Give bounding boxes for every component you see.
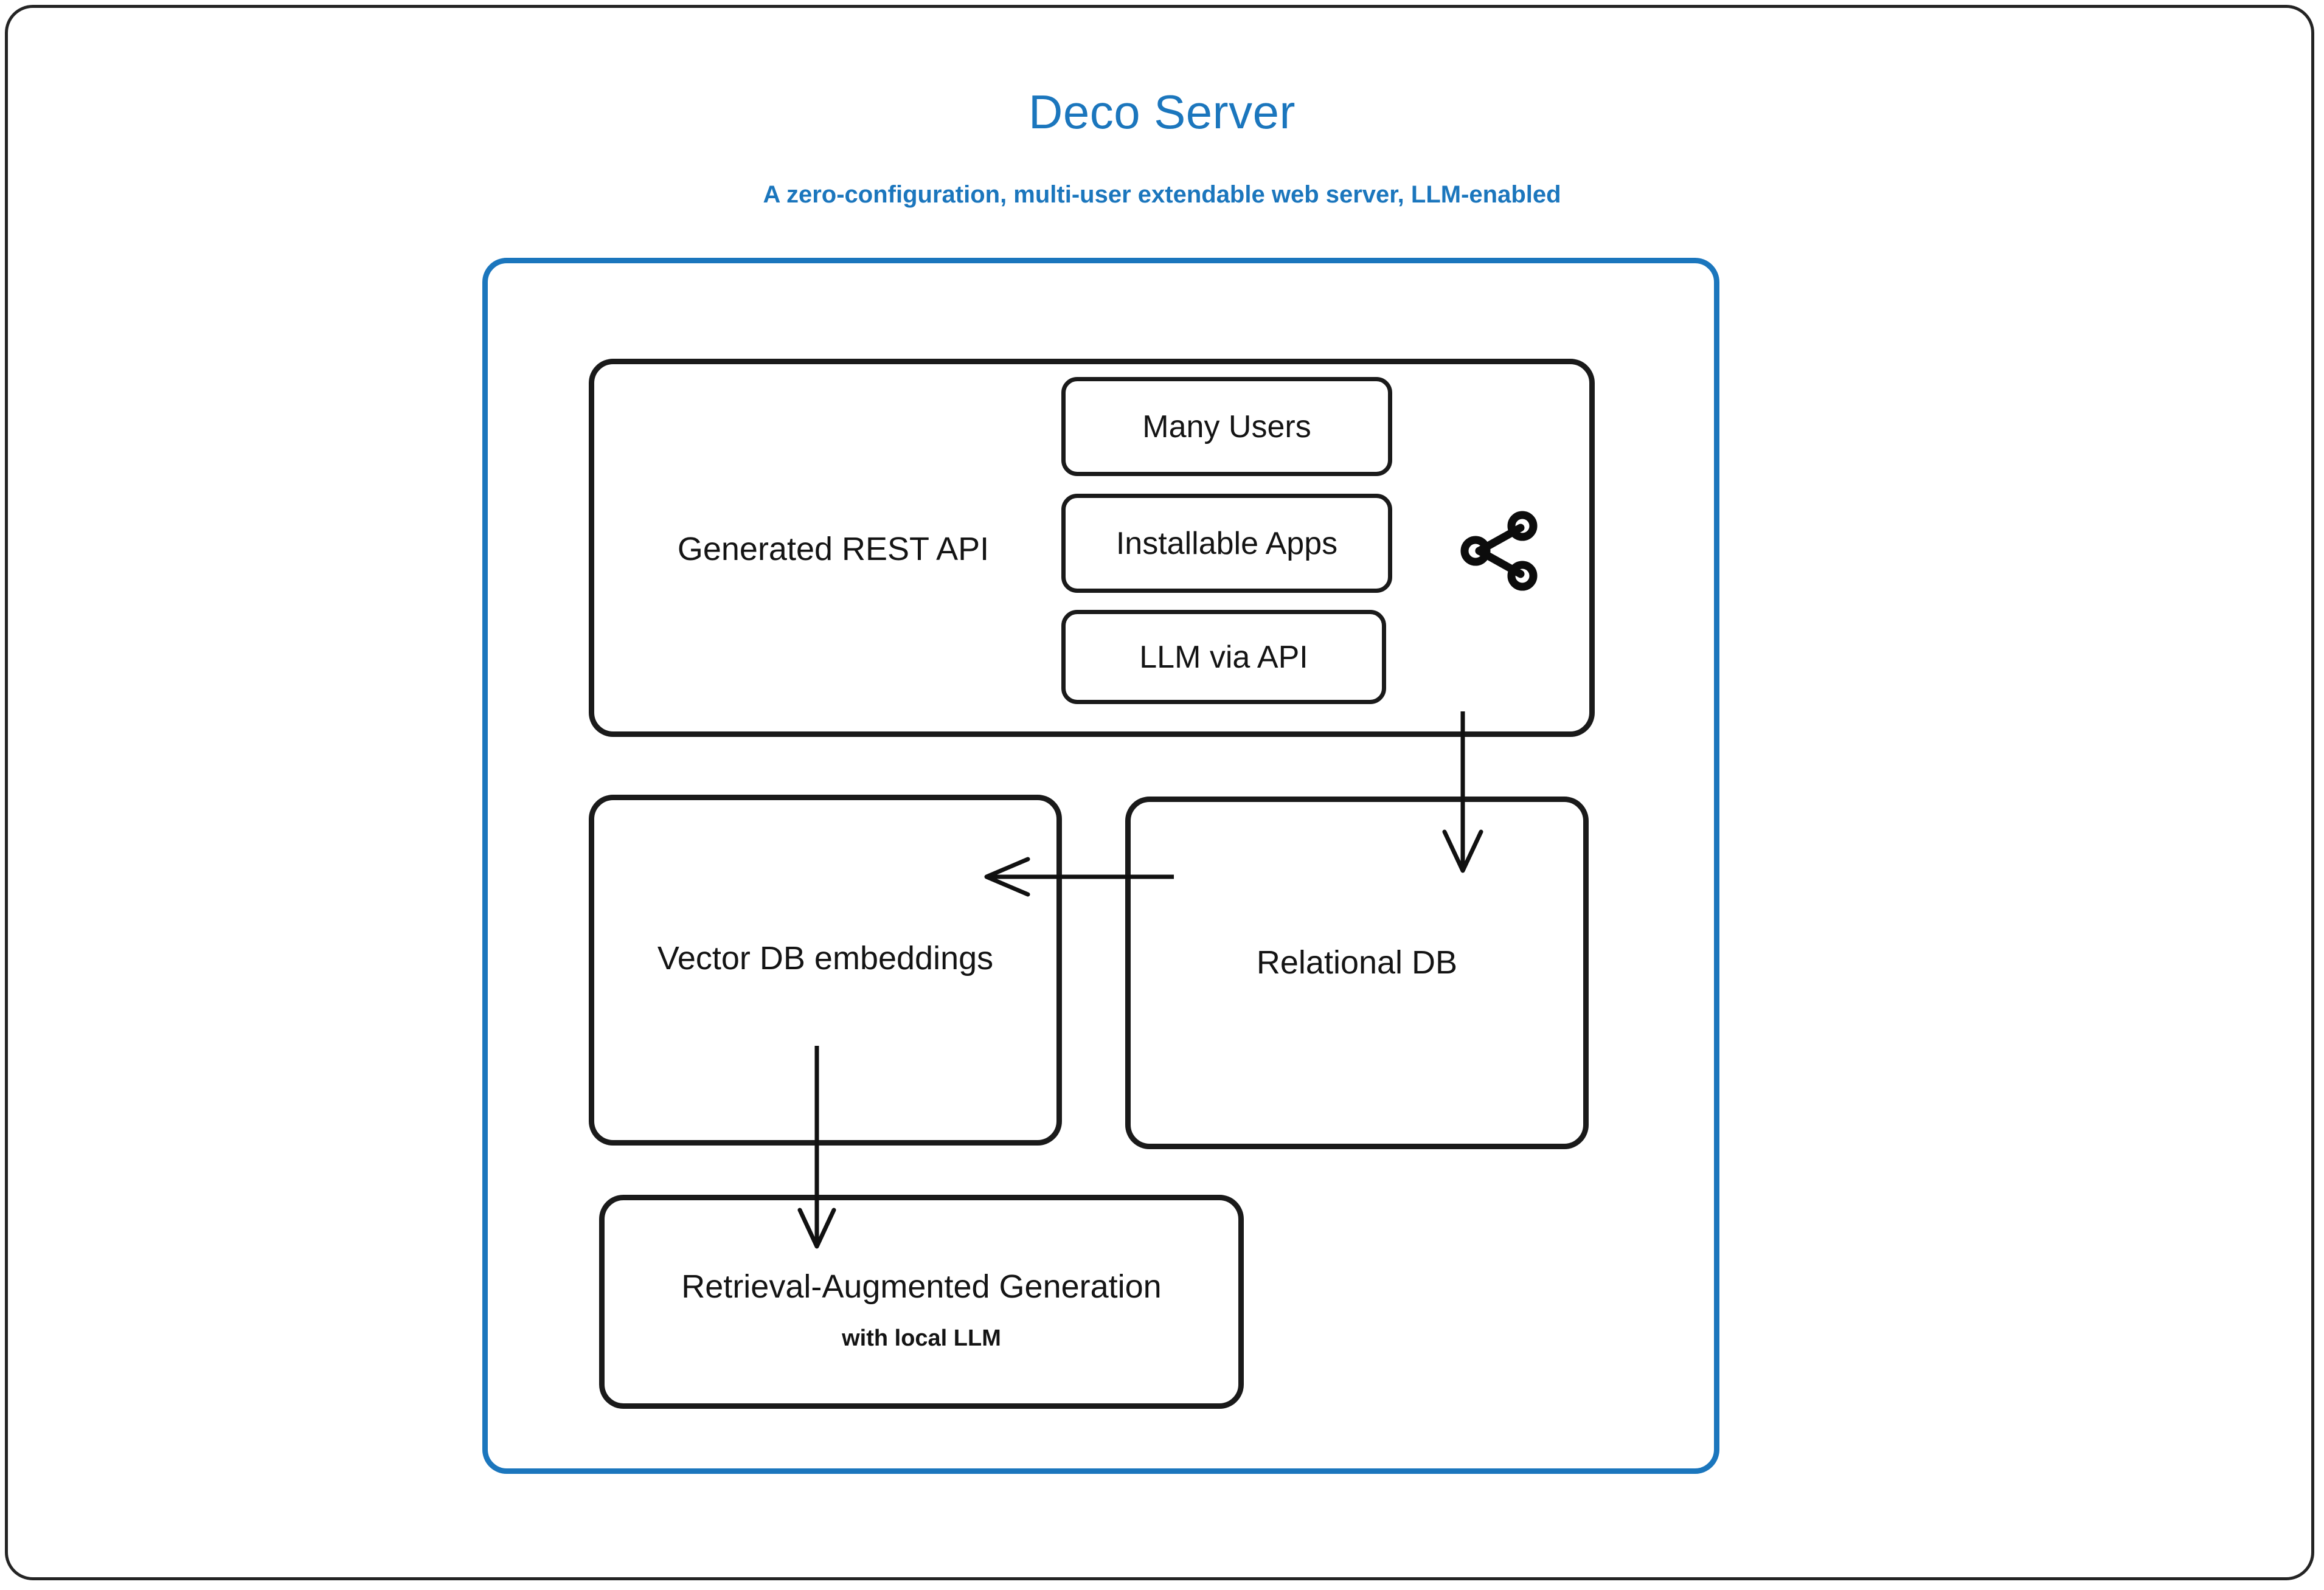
node-vector-db[interactable] xyxy=(589,795,1062,1146)
node-llm-via-api[interactable]: LLM via API xyxy=(1061,610,1386,704)
node-llm-via-api-label: LLM via API xyxy=(1139,639,1308,675)
deco-server-boundary xyxy=(482,258,1719,1474)
page-subtitle: A zero-configuration, multi-user extenda… xyxy=(763,181,1561,208)
node-relational-db-label: Relational DB xyxy=(1256,944,1458,981)
node-vector-db-label: Vector DB embeddings xyxy=(657,940,994,976)
page-title: Deco Server xyxy=(1028,85,1296,139)
node-many-users[interactable]: Many Users xyxy=(1061,377,1392,476)
node-installable-apps-label: Installable Apps xyxy=(1115,525,1338,561)
node-retrieval-augmented-generation-sublabel: with local LLM xyxy=(842,1326,1001,1351)
node-installable-apps[interactable]: Installable Apps xyxy=(1061,494,1392,593)
node-retrieval-augmented-generation[interactable] xyxy=(599,1195,1244,1409)
share-icon xyxy=(1459,511,1539,591)
node-relational-db[interactable] xyxy=(1125,797,1589,1149)
node-generated-rest-api-label: Generated REST API xyxy=(677,531,990,567)
node-retrieval-augmented-generation-label: Retrieval-Augmented Generation xyxy=(681,1268,1162,1305)
node-many-users-label: Many Users xyxy=(1142,409,1311,444)
